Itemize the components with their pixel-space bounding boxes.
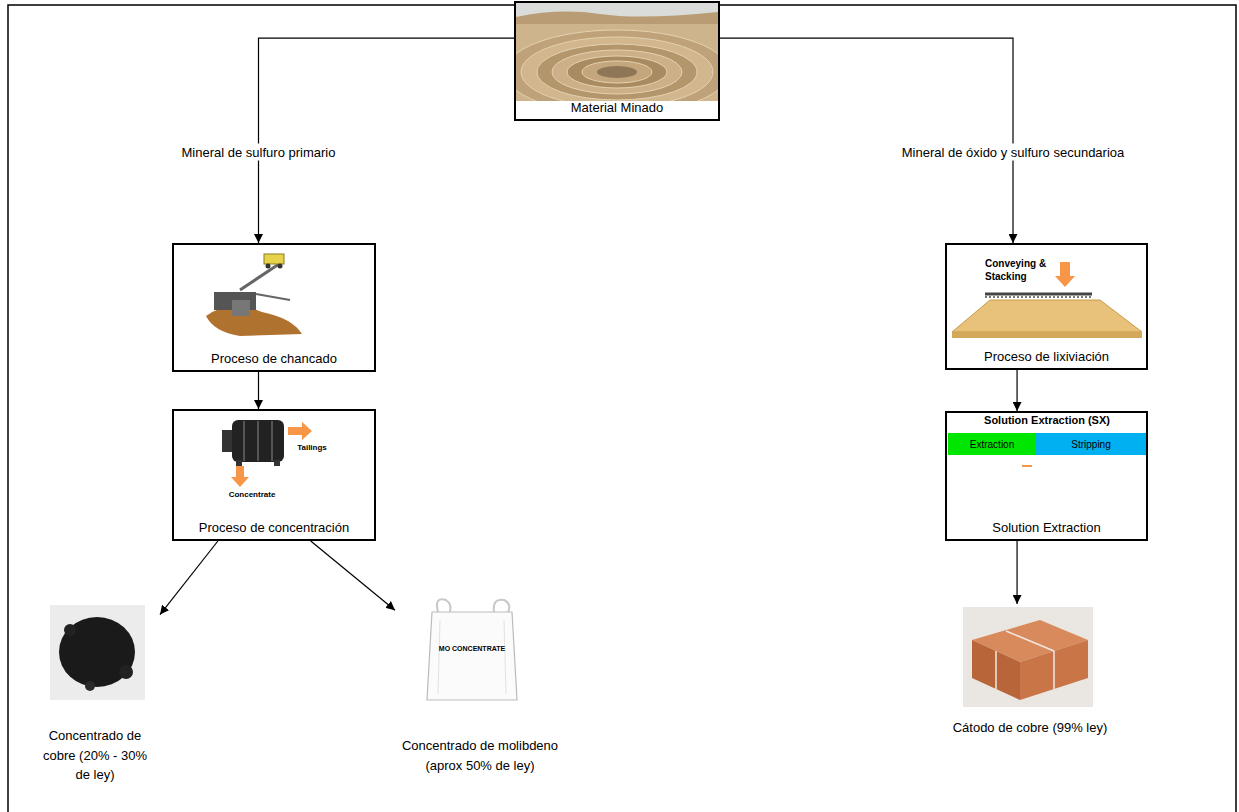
sx-mark	[1022, 465, 1032, 467]
mill-rib	[271, 421, 273, 461]
conveyor	[985, 293, 1092, 296]
process-label: Proceso de chancado	[211, 351, 337, 366]
flow-arrow	[311, 541, 395, 610]
flow-arrow	[1016, 541, 1017, 604]
cathode-strap	[995, 651, 997, 689]
flow-arrow	[1016, 370, 1017, 411]
pit-terrace	[516, 30, 718, 101]
process-box: Proceso de lixiviación	[945, 243, 1148, 370]
stripping-band	[1036, 433, 1146, 455]
cathode-photo	[963, 607, 1093, 707]
edge-label: Mineral de sulfuro primario	[178, 144, 340, 161]
bag-fold	[438, 620, 440, 694]
product-label: Concentrado de cobre (20% - 30% de ley)	[36, 726, 154, 785]
product-item: Concentrado de cobre (20% - 30% de ley)	[30, 600, 160, 787]
stacking-arrow	[1055, 262, 1075, 287]
process-label: Solution Extraction	[992, 520, 1100, 535]
mill-illustration	[222, 420, 312, 487]
leach-illustration	[952, 262, 1142, 338]
mill-rib	[257, 421, 259, 461]
process-box: Proceso de concentración	[172, 409, 376, 541]
pit-bottom	[597, 66, 637, 78]
product-label: Cátodo de cobre (99% ley)	[946, 718, 1114, 738]
concentrate-grain	[64, 624, 76, 636]
flow-arrow	[160, 541, 218, 615]
pit-terrace	[552, 50, 682, 94]
process-box: Solution Extraction	[945, 411, 1148, 541]
pit-terrace	[537, 44, 697, 100]
haul-truck	[264, 254, 284, 264]
flow-arrow	[258, 372, 259, 409]
outer-frame	[8, 5, 1236, 812]
concentrate-grain	[85, 681, 95, 691]
edge-label: Mineral de óxido y sulfuro secundarioa	[898, 144, 1129, 161]
cathode-strap	[1053, 651, 1055, 689]
photo-ground	[963, 607, 1093, 707]
bag-handle	[437, 599, 451, 612]
crusher-beam	[240, 262, 282, 290]
copper-concentrate-photo	[50, 605, 145, 700]
crusher-hopper	[232, 300, 250, 316]
illustration-label: Conveying & Stacking	[985, 257, 1055, 283]
process-label: Proceso de lixiviación	[984, 349, 1109, 364]
pit-hills	[516, 12, 718, 24]
pit-terrace	[521, 37, 713, 101]
process-box: Proceso de chancado	[172, 243, 376, 372]
cathode-strap	[1006, 631, 1054, 651]
concentrate-grain	[119, 665, 133, 679]
cathode-front	[1020, 640, 1088, 700]
extraction-band	[948, 433, 1036, 455]
concentrate-pile	[59, 617, 135, 687]
product-label: Concentrado de molibdeno (aprox 50% de l…	[396, 736, 564, 775]
open-pit-photo	[516, 3, 718, 101]
truck-wheel	[266, 264, 271, 269]
product-item: Concentrado de molibdeno (aprox 50% de l…	[395, 598, 565, 777]
bag-fold	[504, 620, 506, 694]
mill-drum	[232, 420, 284, 462]
illustration-label: Concentrate	[229, 490, 276, 499]
heap-base	[952, 332, 1142, 338]
illustration-label: MO CONCENTRATE	[439, 645, 505, 652]
pit-terrace	[567, 56, 667, 88]
crusher-illustration	[206, 254, 302, 336]
mill-rib	[243, 421, 245, 461]
process-box: Material Minado	[514, 1, 720, 121]
moly-bag	[427, 599, 517, 700]
flow-arrow	[720, 38, 1013, 243]
truck-wheel	[278, 264, 283, 269]
illustration-label: Extraction	[970, 439, 1014, 450]
bag-body	[427, 612, 517, 700]
bag-handle	[494, 600, 510, 612]
illustration-label: Tailings	[297, 443, 327, 452]
illustration-label: Stripping	[1071, 439, 1110, 450]
mill-leg	[274, 460, 280, 466]
product-item: Cátodo de cobre (99% ley)	[945, 604, 1115, 740]
tailings-arrow	[288, 422, 312, 440]
pit-terrace	[582, 61, 652, 83]
sx-illustration	[948, 433, 1146, 466]
illustration-label: Solution Extraction (SX)	[984, 414, 1110, 426]
process-label: Proceso de concentración	[199, 520, 349, 535]
leach-heap	[952, 300, 1142, 332]
mill-leg	[236, 460, 242, 466]
ground-mound	[206, 306, 302, 336]
crusher-beam	[256, 294, 290, 300]
concentrate-arrow	[231, 466, 249, 487]
photo-ground	[50, 605, 145, 700]
process-label: Material Minado	[571, 100, 664, 115]
conveyor-rollers	[985, 296, 1092, 298]
cathode-side	[972, 640, 1020, 700]
flow-arrow	[258, 38, 514, 243]
